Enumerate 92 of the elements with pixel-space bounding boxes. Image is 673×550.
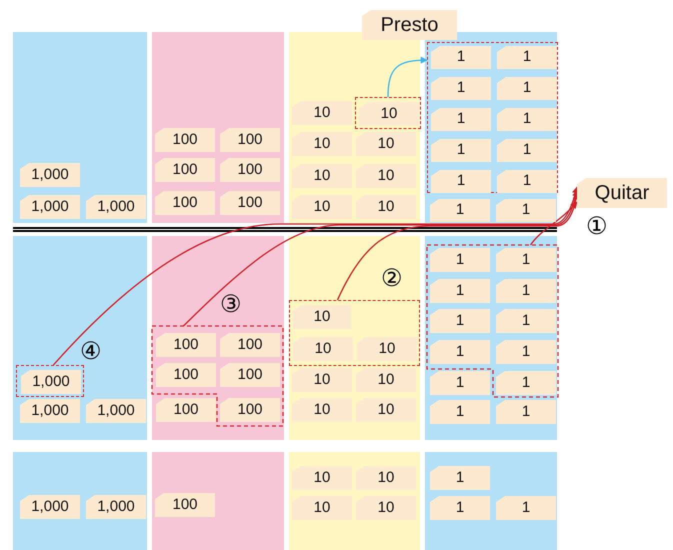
number-card: 1,000 [20, 195, 80, 219]
number-card: 1 [496, 400, 556, 424]
place-value-column [13, 452, 147, 550]
step-number: ④ [80, 339, 102, 363]
number-card: 1,000 [86, 495, 146, 519]
step-number: ③ [220, 292, 242, 316]
dashed-selection [289, 300, 420, 366]
place-value-column [152, 452, 284, 550]
number-card: 1,000 [86, 195, 146, 219]
number-card: 10 [356, 496, 416, 520]
number-card: 100 [155, 158, 215, 182]
place-value-column [289, 32, 420, 223]
number-card: 10 [292, 368, 352, 392]
place-value-column [289, 452, 420, 550]
number-card: 1 [430, 371, 490, 395]
number-card: 10 [356, 195, 416, 219]
number-card: 1 [496, 199, 556, 222]
number-card: 10 [356, 132, 416, 156]
number-card: 1 [430, 496, 490, 520]
number-card: 1,000 [20, 399, 80, 423]
number-card: 10 [293, 305, 351, 329]
number-card: 1 [430, 309, 490, 333]
number-card: 100 [156, 363, 216, 387]
number-card: 100 [220, 191, 280, 215]
number-card: Quitar [577, 178, 667, 208]
number-card: 10 [292, 164, 352, 188]
number-card: 10 [357, 337, 417, 361]
place-value-column [425, 236, 557, 440]
number-card: 100 [220, 398, 280, 422]
number-card: 1 [497, 108, 557, 131]
arrow [387, 56, 428, 98]
number-card: 1 [497, 46, 557, 69]
number-card: 10 [292, 195, 352, 219]
number-card: 10 [293, 337, 353, 361]
dashed-selection [427, 42, 558, 193]
number-card: 1,000 [20, 163, 80, 187]
number-card: 1 [431, 170, 491, 193]
number-card: 100 [220, 363, 280, 387]
dashed-selection [355, 97, 421, 129]
number-card: 1 [431, 77, 491, 100]
step-number: ① [586, 214, 608, 238]
number-card: 100 [156, 398, 216, 422]
number-card: Presto [362, 10, 457, 40]
number-card: 100 [155, 493, 215, 517]
number-card: 1 [430, 248, 490, 272]
number-card: 1 [497, 77, 557, 100]
arrow [530, 201, 578, 246]
number-card: 10 [292, 101, 352, 125]
number-card: 1,000 [21, 370, 81, 394]
number-card: 1,000 [86, 399, 146, 423]
number-card: 1 [496, 309, 556, 333]
number-card: 1 [430, 199, 490, 222]
number-card: 100 [155, 128, 215, 152]
number-card: 1 [497, 170, 557, 193]
place-value-column [289, 236, 420, 440]
number-card: 10 [292, 466, 352, 490]
number-card: 1 [496, 279, 556, 303]
number-card: 10 [356, 466, 416, 490]
number-card: 1 [431, 139, 491, 162]
number-card: 100 [156, 333, 216, 357]
place-value-column [152, 32, 284, 223]
number-card: 10 [359, 102, 419, 126]
number-card: 1 [496, 248, 556, 272]
number-card: 1 [431, 46, 491, 69]
place-value-column [13, 32, 147, 223]
number-card: 1 [497, 139, 557, 162]
number-card: 10 [356, 368, 416, 392]
number-card: 10 [292, 398, 352, 422]
number-card: 10 [292, 132, 352, 156]
dashed-selection [16, 365, 84, 397]
place-value-column [425, 452, 557, 550]
number-card: 1 [430, 279, 490, 303]
place-value-column [425, 32, 557, 223]
number-card: 1 [430, 466, 490, 490]
place-value-column [152, 236, 284, 440]
number-card: 1 [496, 496, 556, 520]
step-number: ② [381, 266, 403, 290]
number-card: 1 [431, 108, 491, 131]
number-card: 100 [155, 191, 215, 215]
number-card: 1 [496, 371, 556, 395]
number-card: 100 [220, 128, 280, 152]
number-card: 1 [430, 340, 490, 364]
number-card: 1,000 [20, 495, 80, 519]
place-value-column [13, 236, 147, 440]
number-card: 10 [356, 398, 416, 422]
number-card: 100 [220, 333, 280, 357]
arrow [52, 186, 579, 366]
number-card: 1 [430, 400, 490, 424]
number-card: 10 [356, 164, 416, 188]
number-card: 1 [496, 340, 556, 364]
number-card: 100 [220, 158, 280, 182]
number-card: 10 [292, 496, 352, 520]
